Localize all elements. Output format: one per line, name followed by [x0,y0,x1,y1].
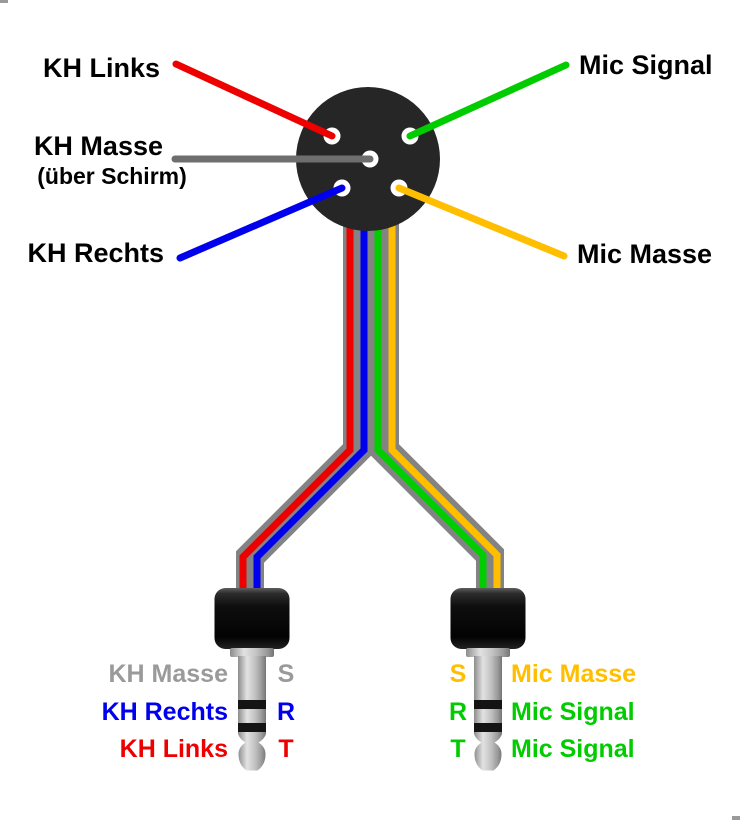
wire-mic-masse [388,224,501,596]
label-kh-masse-sub: (über Schirm) [37,163,187,189]
leader-mic-masse [395,184,568,260]
label-kh-masse: KH Masse [34,131,163,161]
left-plug-tip-letter: T [278,735,293,763]
leader-kh-links [172,60,336,140]
right-plug-sleeve-letter: S [450,660,467,688]
leader-lines [171,60,570,262]
left-plug-sleeve-letter: S [278,660,295,688]
left-plug-ring-letter: R [277,698,295,726]
leader-kh-rechts [176,184,346,262]
left-plug-sleeve-label: KH Masse [109,660,229,688]
wire-kh-links [239,224,354,596]
label-kh-rechts: KH Rechts [27,238,164,268]
label-mic-signal: Mic Signal [579,50,713,80]
left-plug-tip-label: KH Links [120,735,228,763]
right-branch-sheath [371,224,504,596]
right-plug-tip-letter: T [450,735,465,763]
left-branch-sheath [236,224,371,596]
label-mic-masse: Mic Masse [577,239,712,269]
left-plug-ring-label: KH Rechts [102,698,228,726]
wire-kh-rechts [253,224,368,596]
wire-mic-signal [374,224,487,596]
label-kh-links: KH Links [43,53,160,83]
right-plug-ring-label: Mic Signal [511,698,635,726]
right-plug-tip-label: Mic Signal [511,735,635,763]
corner-artifact-bottom-right [732,816,740,820]
corner-artifact-top-left [0,0,8,3]
right-plug-ring-letter: R [449,698,467,726]
leader-mic-signal [406,61,570,140]
cable-bundle [236,224,504,596]
right-plug-sleeve-label: Mic Masse [511,660,636,688]
